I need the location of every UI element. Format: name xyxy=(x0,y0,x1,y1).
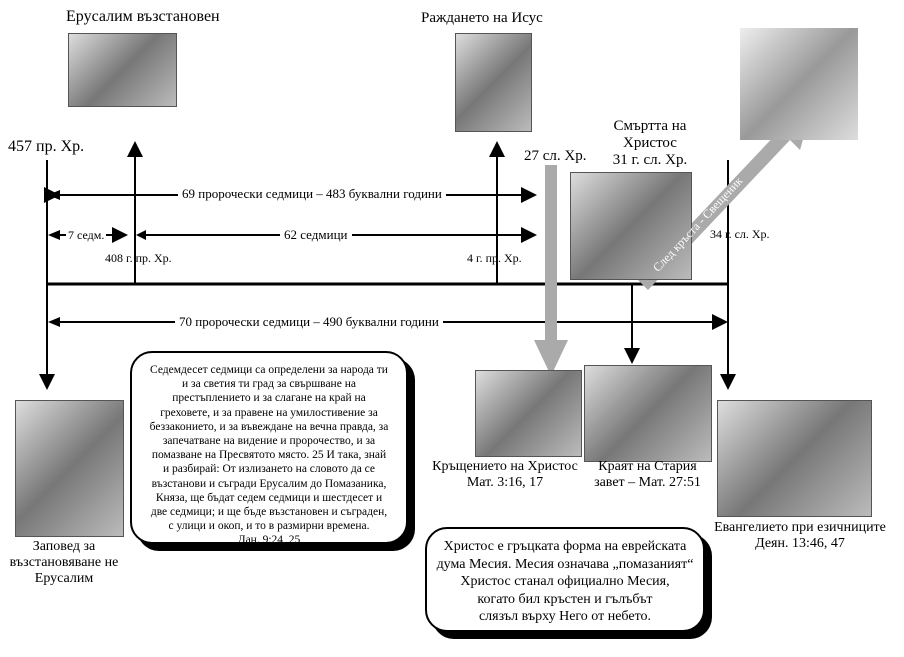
gentiles-caption: Евангелието при езичниците Деян. 13:46, … xyxy=(700,520,900,552)
decree-image xyxy=(15,400,124,537)
crucifixion-image xyxy=(570,172,692,280)
quote-line: престъплението и за слагане на край на xyxy=(172,392,366,405)
baptism-caption: Кръщението на Христос Мат. 3:16, 17 xyxy=(425,459,585,491)
box-line: дума Месия. Месия означава „помазаният“ xyxy=(436,556,694,572)
date-457: 457 пр. Хр. xyxy=(8,138,85,155)
span-7-label: 7 седм. xyxy=(66,228,107,243)
date-408: 408 г. пр. Хр. xyxy=(105,251,172,265)
temple-veil-image xyxy=(584,365,712,462)
jerusalem-restored-title: Ерусалим възстановен xyxy=(66,8,220,25)
caption-line: Краят на Стария xyxy=(598,459,697,474)
gentiles-image xyxy=(717,400,872,517)
death-line: 31 г. сл. Хр. xyxy=(612,152,688,168)
span-62-label: 62 седмици xyxy=(280,227,352,243)
quote-line: запечатване на видение и пророчество, и … xyxy=(162,435,376,448)
messiah-definition-box: Христос е гръцката форма на еврейската д… xyxy=(425,527,705,632)
baptized-arrow-label: Исус кръстен - Месия xyxy=(557,170,571,282)
caption-line: Кръщението на Христос xyxy=(432,459,578,474)
caption-line: завет – Мат. 27:51 xyxy=(594,475,701,490)
quote-line: с улици и окоп, и то в размирни времена. xyxy=(168,520,370,533)
date-27: 27 сл. Хр. xyxy=(524,148,587,164)
quote-line: и разбирай: От излизането на словото да … xyxy=(162,463,376,476)
death-line: Христос xyxy=(623,135,677,151)
date-4: 4 г. пр. Хр. xyxy=(467,251,522,265)
quote-line: беззаконието, и за въвеждане на вечна пр… xyxy=(149,420,389,433)
caption-line: Деян. 13:46, 47 xyxy=(755,536,845,551)
quote-line: и за светия ти град за свършване на xyxy=(182,378,356,391)
box-line: когато бил кръстен и гълъбът xyxy=(477,591,653,607)
decree-caption: Заповед за възстановяване не Ерусалим xyxy=(5,539,123,587)
baptism-image xyxy=(475,370,582,457)
box-line: слязъл върху Него от небето. xyxy=(478,609,652,624)
box-line: Христос станал официално Месия, xyxy=(460,574,670,589)
quote-line: две седмици; и ще бъде възстановен и съг… xyxy=(150,506,388,519)
span-70-label: 70 пророчески седмици – 490 буквални год… xyxy=(175,314,443,330)
caption-line: Ерусалим xyxy=(34,571,94,586)
quote-line: възстанови и съгради Ерусалим до Помазан… xyxy=(151,477,387,490)
span-69-label: 69 пророчески седмици – 483 буквални год… xyxy=(178,186,446,202)
daniel-quote-box: Седемдесет седмици са определени за наро… xyxy=(130,351,408,547)
box-line: Христос е гръцката форма на еврейската xyxy=(443,539,687,554)
birth-title: Раждането на Исус xyxy=(421,10,543,26)
death-title: Смъртта на Христос 31 г. сл. Хр. xyxy=(595,118,705,169)
death-line: Смъртта на xyxy=(613,118,687,134)
high-priest-image xyxy=(740,28,858,140)
quote-line: Княза, ще бъдат седем седмици и шестдесе… xyxy=(155,491,383,504)
quote-line: греховете, и за правене на умилостивение… xyxy=(160,406,378,419)
baptism-grey-arrow xyxy=(534,165,568,376)
caption-line: Мат. 3:16, 17 xyxy=(466,475,544,490)
caption-line: Евангелието при езичниците xyxy=(714,520,886,535)
quote-line: помазване на Пресвятото място. 25 И така… xyxy=(151,449,387,462)
caption-line: Заповед за xyxy=(32,539,96,554)
quote-line: Седемдесет седмици са определени за наро… xyxy=(150,364,388,376)
end-ot-caption: Краят на Стария завет – Мат. 27:51 xyxy=(580,459,715,491)
caption-line: възстановяване не xyxy=(9,555,119,570)
nativity-image xyxy=(455,33,532,132)
quote-reference: Дан. 9:24, 25 xyxy=(237,534,301,547)
date-34: 34 г. сл. Хр. xyxy=(710,227,770,241)
jerusalem-image xyxy=(68,33,177,107)
